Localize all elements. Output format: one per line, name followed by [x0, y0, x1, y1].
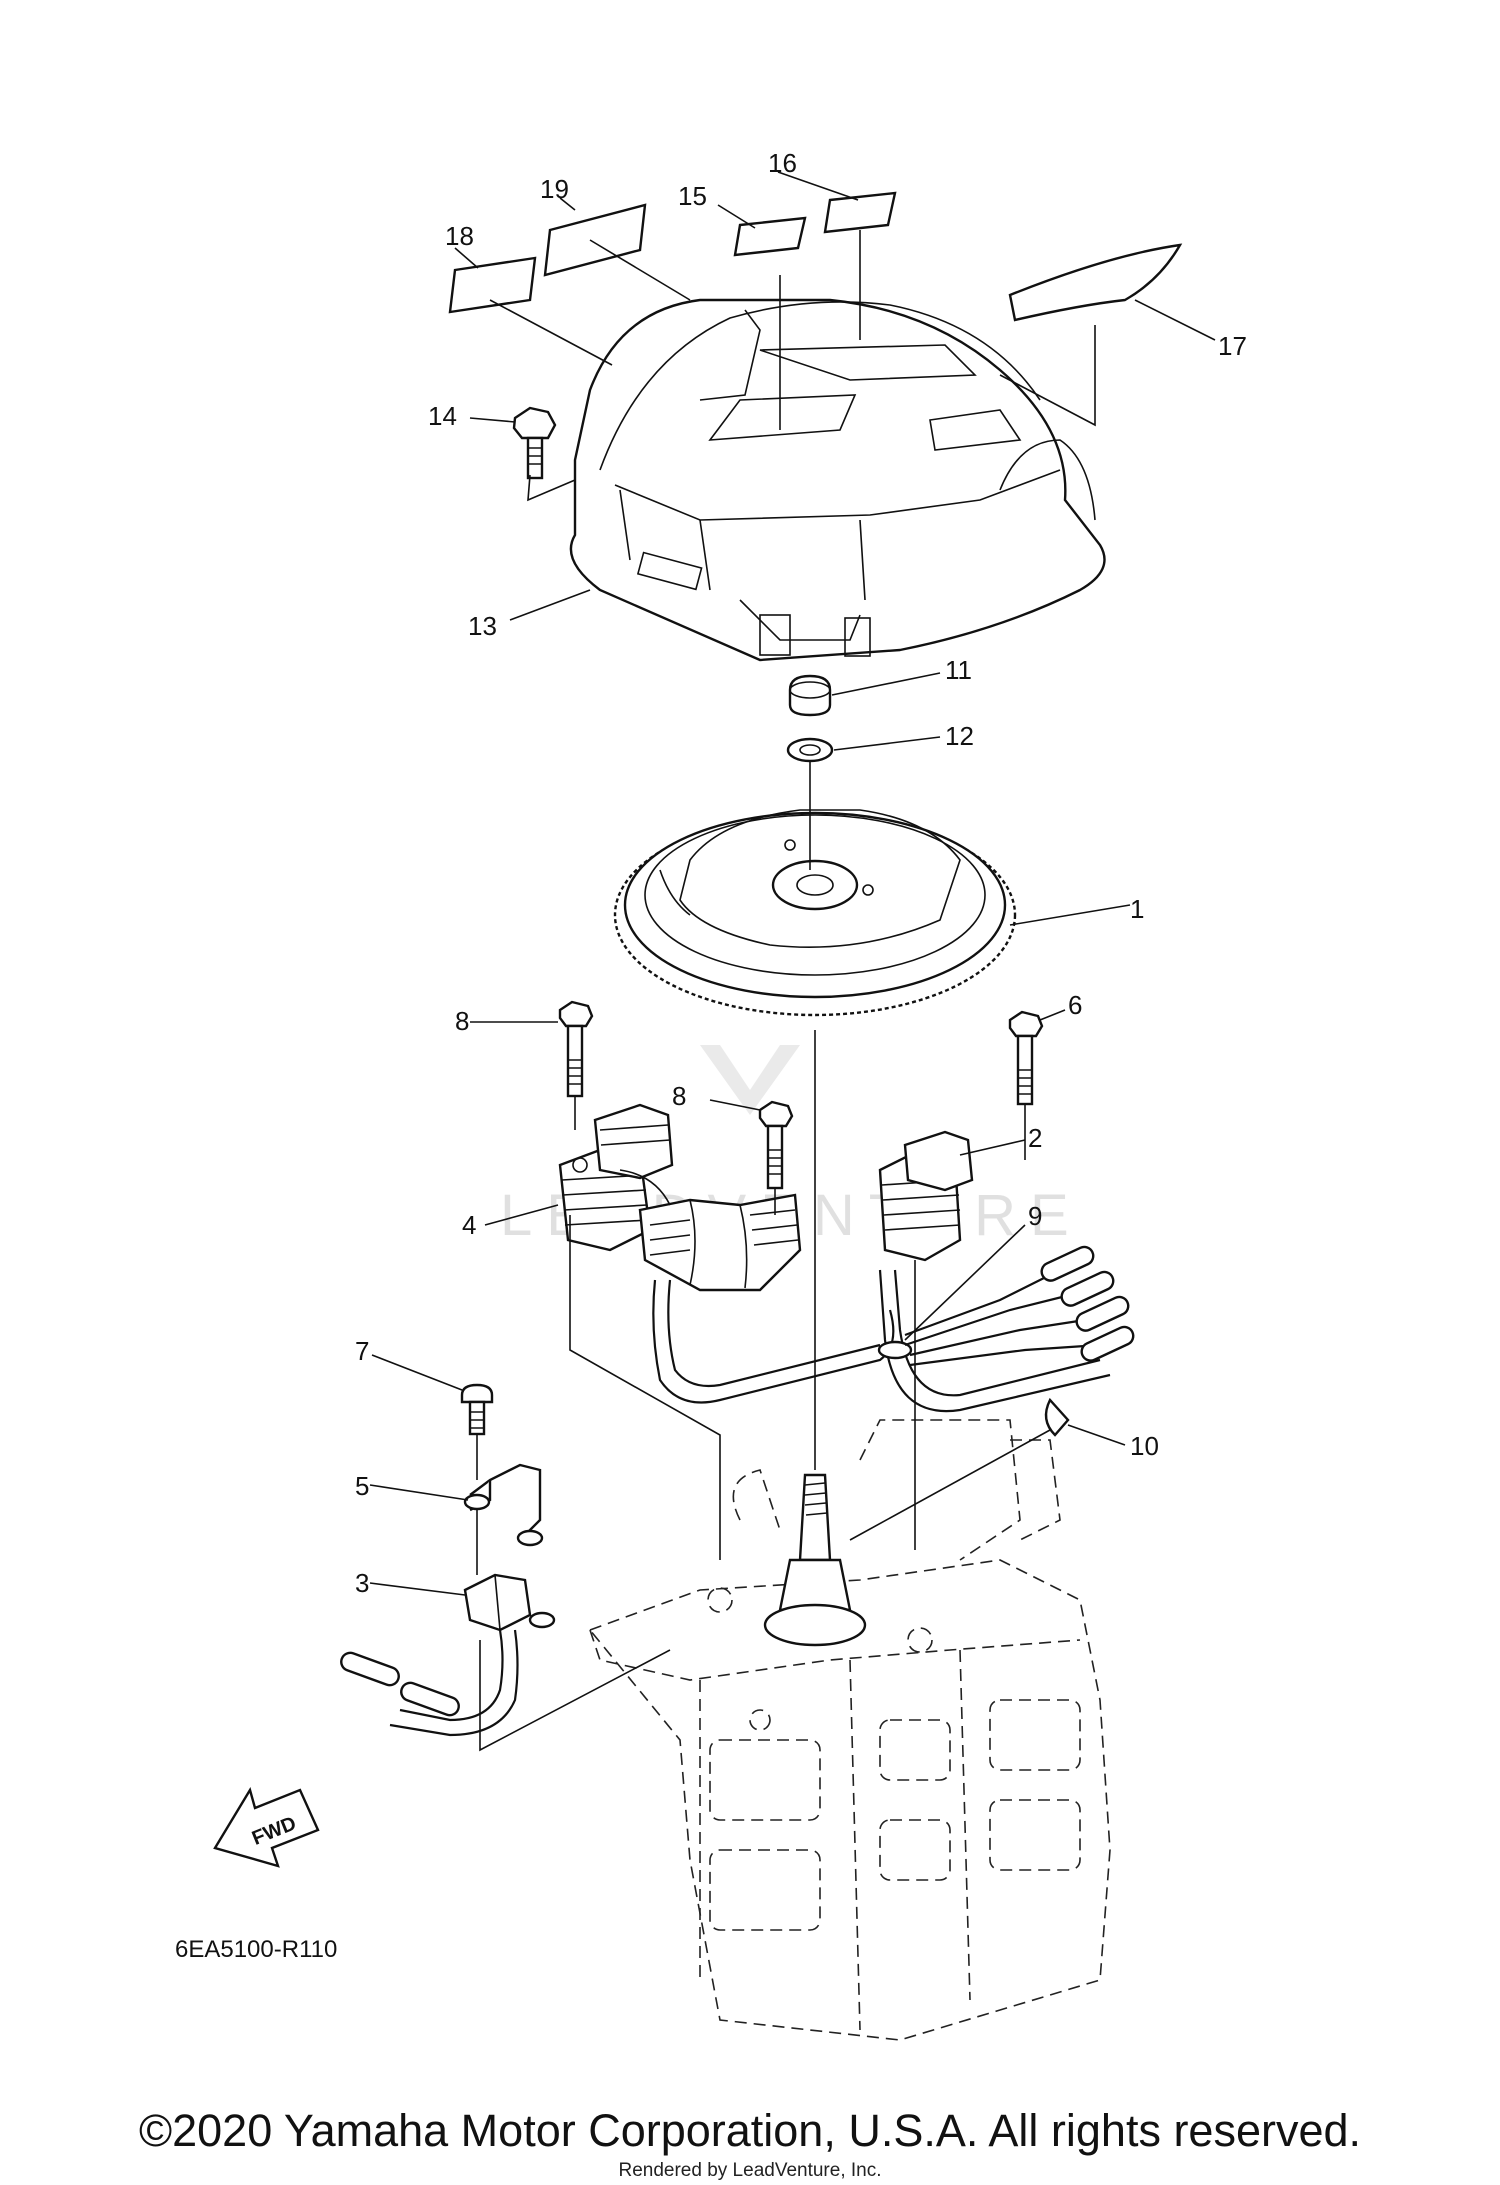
callout-3: 3: [355, 1568, 369, 1598]
nut-11: [788, 674, 832, 717]
bracket-5: [463, 1463, 544, 1547]
callout-8-center: 8: [672, 1081, 686, 1111]
callout-6: 6: [1068, 990, 1082, 1020]
callout-9: 9: [1028, 1201, 1042, 1231]
decal-19: [543, 203, 647, 277]
bolt-8-left: [558, 1000, 594, 1098]
callouts: 1 2 3 4 5 6 7 8 8 9 10 11 12 13 14 15 16…: [355, 148, 1247, 1598]
decal-18: [448, 256, 537, 314]
diagram-code: 6EA5100-R110: [175, 1936, 337, 1963]
bolt-14: [512, 406, 557, 480]
decal-15: [733, 216, 807, 257]
bolt-8-center: [758, 1100, 794, 1190]
power-head: [588, 1419, 1111, 2041]
wire-harness-9: [652, 1245, 1135, 1413]
decals: [448, 191, 1183, 322]
callout-11: 11: [945, 655, 972, 685]
bolt-7: [460, 1383, 494, 1436]
crankshaft: [763, 1473, 867, 1647]
callout-1: 1: [1130, 894, 1144, 924]
callout-13: 13: [468, 611, 497, 641]
bolt-6: [1008, 1010, 1044, 1106]
decal-17: [1008, 243, 1183, 322]
pulser-coil-2: [878, 1130, 974, 1262]
washer-12: [786, 737, 834, 763]
woodruff-key-10: [1044, 1397, 1070, 1437]
charge-coil-4: [558, 1103, 674, 1252]
callout-16: 16: [768, 148, 797, 178]
leader-lines: [369, 171, 1216, 1752]
callout-5: 5: [355, 1471, 369, 1501]
callout-14: 14: [428, 401, 457, 431]
callout-4: 4: [462, 1210, 476, 1240]
copyright-notice: ©2020 Yamaha Motor Corporation, U.S.A. A…: [138, 2105, 1362, 2156]
sensor-3: [340, 1573, 556, 1737]
flywheel-cover: [569, 298, 1106, 662]
flywheel: [613, 809, 1017, 1017]
callout-18: 18: [445, 221, 474, 251]
callout-15: 15: [678, 181, 707, 211]
callout-10: 10: [1130, 1431, 1159, 1461]
callout-7: 7: [355, 1336, 369, 1366]
callout-2: 2: [1028, 1123, 1042, 1153]
rendered-by-credit: Rendered by LeadVenture, Inc.: [618, 2160, 882, 2181]
decal-16: [823, 191, 897, 234]
callout-17: 17: [1218, 331, 1247, 361]
callout-19: 19: [540, 174, 569, 204]
callout-8-left: 8: [455, 1006, 469, 1036]
callout-12: 12: [945, 721, 974, 751]
lighting-coil: [619, 1169, 802, 1292]
fwd-arrow: FWD: [213, 1786, 320, 1868]
